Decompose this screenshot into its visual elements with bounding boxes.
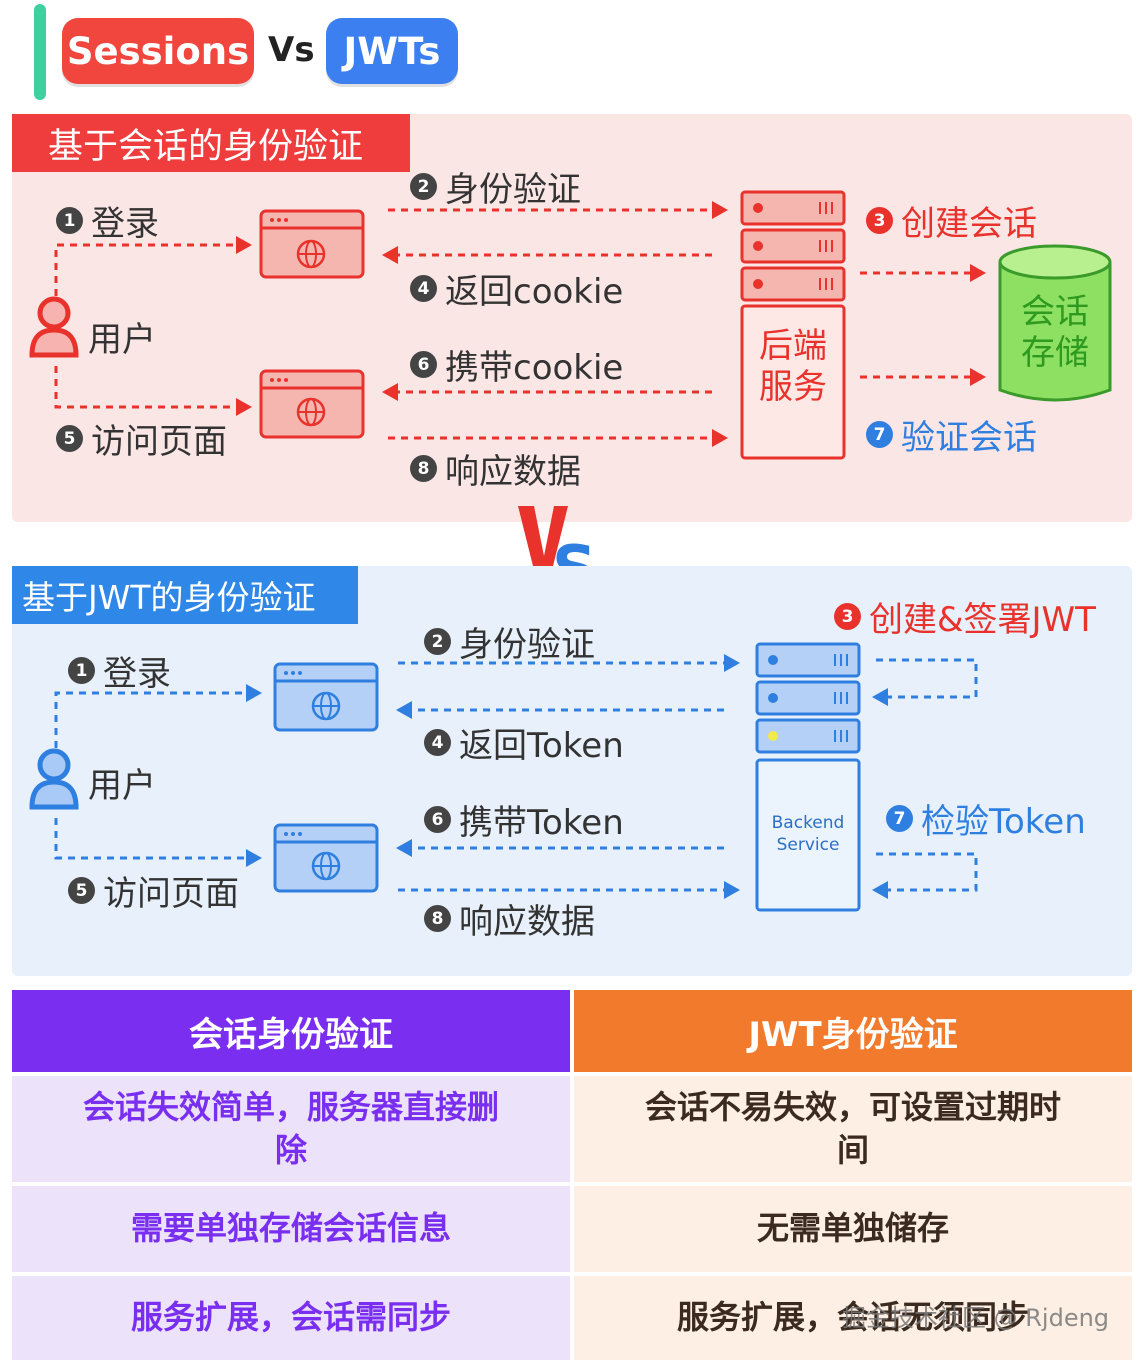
jwt-sign-loop-arrow: [876, 658, 978, 699]
jwt-panel: 基于JWT的身份验证: [12, 566, 1132, 976]
session-server-icon: [740, 190, 846, 460]
sessions-pill: Sessions: [62, 18, 254, 84]
step-number: 7: [886, 805, 913, 832]
session-browser-visit-icon: [259, 369, 365, 439]
table-cell-session-row1: 会话失效简单，服务器直接删除: [12, 1076, 570, 1182]
table-cell-jwt-row1: 会话不易失效，可设置过期时间: [574, 1076, 1132, 1182]
jwt-login-connector: [54, 691, 246, 748]
session-store-database-icon: [998, 244, 1112, 402]
jwt-step5-label: 5 访问页面: [68, 866, 239, 915]
comparison-table: 会话身份验证 JWT身份验证 会话失效简单，服务器直接删除 会话不易失效，可设置…: [12, 990, 1132, 1360]
step-text: 创建&签署JWT: [869, 600, 1096, 640]
step-text: 携带Token: [459, 803, 624, 843]
backend-line2: Service: [776, 835, 840, 856]
session-step5-label: 5 访问页面: [56, 414, 227, 463]
step-text: 携带cookie: [445, 348, 624, 388]
step-number: 1: [68, 657, 95, 684]
session-panel: 基于会话的身份验证: [12, 114, 1132, 522]
store-line1: 会话: [1021, 292, 1089, 332]
table-cell-session-row3: 服务扩展，会话需同步: [12, 1276, 570, 1360]
jwt-browser-visit-icon: [273, 823, 379, 893]
jwt-step2-label: 2 身份验证: [424, 617, 595, 666]
jwt-server-icon: [755, 642, 861, 912]
session-browser-login-icon: [259, 209, 365, 279]
session-step3-label: 3 创建会话: [866, 196, 1037, 245]
accent-bar: [34, 4, 46, 100]
step-number: 5: [56, 425, 83, 452]
step-text: 身份验证: [459, 625, 595, 665]
step-text: 登录: [103, 654, 171, 694]
jwt-step6-label: 6 携带Token: [424, 795, 624, 844]
jwt-step7-label: 7 检验Token: [886, 794, 1086, 843]
jwt-visit-connector: [54, 818, 246, 860]
backend-line2: 服务: [759, 366, 827, 407]
step-text: 验证会话: [901, 418, 1037, 458]
jwts-pill: JWTs: [326, 18, 458, 84]
step-number: 2: [424, 628, 451, 655]
step-number: 8: [424, 905, 451, 932]
jwt-browser-login-icon: [273, 662, 379, 732]
jwt-panel-title: 基于JWT的身份验证: [12, 566, 358, 624]
table-cell-jwt-row3: 服务扩展，会话无须同步: [574, 1276, 1132, 1360]
session-step2-label: 2 身份验证: [410, 162, 581, 211]
step-text: 访问页面: [103, 874, 239, 914]
session-store-label: 会话 存储: [1000, 292, 1110, 374]
step-number: 7: [866, 421, 893, 448]
table-cell-jwt-row2: 无需单独储存: [574, 1186, 1132, 1272]
table-header-jwt: JWT身份验证: [574, 990, 1132, 1072]
jwt-step4-label: 4 返回Token: [424, 718, 624, 767]
session-step6-label: 6 携带cookie: [410, 340, 623, 389]
step-number: 6: [424, 806, 451, 833]
session-login-connector: [54, 243, 238, 296]
step-number: 3: [834, 603, 861, 630]
step-text: 响应数据: [459, 902, 595, 942]
step-number: 6: [410, 351, 437, 378]
jwt-step3-label: 3 创建&签署JWT: [834, 592, 1096, 641]
jwt-user-icon: [29, 748, 79, 810]
backend-line1: Backend: [771, 813, 845, 833]
session-step7-label: 7 验证会话: [866, 410, 1037, 459]
step-text: 登录: [91, 204, 159, 244]
step-number: 1: [56, 207, 83, 234]
session-panel-title: 基于会话的身份验证: [12, 114, 410, 172]
jwt-user-label: 用户: [88, 766, 156, 806]
step-text: 创建会话: [901, 204, 1037, 244]
session-arrowheads: [236, 201, 986, 447]
step-text: 返回Token: [459, 726, 624, 766]
step-text: 访问页面: [91, 422, 227, 462]
jwt-arrowheads: [246, 654, 888, 899]
step-number: 8: [410, 455, 437, 482]
session-step4-label: 4 返回cookie: [410, 264, 623, 313]
store-line2: 存储: [1021, 332, 1089, 373]
jwt-step8-label: 8 响应数据: [424, 894, 595, 943]
session-backend-label: 后端 服务: [742, 326, 844, 408]
jwt-backend-label: Backend Service: [757, 812, 859, 856]
watermark: 掘金技术社区 @ Rjdeng: [842, 1304, 1110, 1332]
step-text: 返回cookie: [445, 272, 624, 312]
session-step8-label: 8 响应数据: [410, 444, 581, 493]
step-number: 3: [866, 207, 893, 234]
backend-line1: 后端: [759, 326, 827, 366]
session-visit-connector: [54, 366, 238, 409]
session-step1-label: 1 登录: [56, 196, 159, 245]
step-text: 检验Token: [921, 802, 1086, 842]
table-cell-session-row2: 需要单独存储会话信息: [12, 1186, 570, 1272]
jwt-check-loop-arrow: [876, 852, 978, 892]
session-user-label: 用户: [88, 320, 156, 360]
jwt-step1-label: 1 登录: [68, 646, 171, 695]
table-header-session: 会话身份验证: [12, 990, 570, 1072]
vs-label: Vs: [268, 30, 315, 70]
step-number: 5: [68, 877, 95, 904]
session-user-icon: [29, 296, 79, 358]
step-number: 4: [424, 729, 451, 756]
step-number: 4: [410, 275, 437, 302]
step-number: 2: [410, 173, 437, 200]
step-text: 响应数据: [445, 452, 581, 492]
step-text: 身份验证: [445, 170, 581, 210]
